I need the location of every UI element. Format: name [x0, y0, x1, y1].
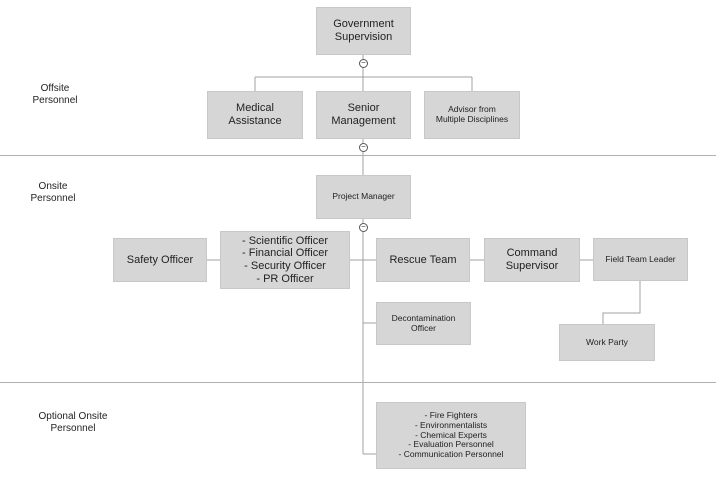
connector-field-workparty: [602, 281, 641, 324]
node-advisor[interactable]: Advisor from Multiple Disciplines: [424, 91, 520, 139]
officer-item: - Scientific Officer: [242, 234, 328, 247]
section-label-optional-text: Optional Onsite Personnel: [38, 411, 108, 434]
section-label-offsite: Offsite Personnel: [20, 83, 90, 107]
node-work-party[interactable]: Work Party: [559, 324, 655, 361]
node-decontamination-officer-label: Decontamination Officer: [391, 312, 456, 333]
node-field-team-leader[interactable]: Field Team Leader: [593, 238, 688, 281]
node-government-supervision-label: Government Supervision: [333, 18, 394, 43]
node-medical-assistance[interactable]: Medical Assistance: [207, 91, 303, 139]
node-government-supervision[interactable]: Government Supervision: [316, 7, 411, 55]
node-rescue-team[interactable]: Rescue Team: [376, 238, 470, 282]
collapse-toggle-icon[interactable]: −: [359, 59, 368, 68]
node-rescue-team-label: Rescue Team: [389, 253, 457, 266]
node-safety-officer-label: Safety Officer: [126, 253, 194, 266]
node-optional-personnel[interactable]: - Fire Fighters - Environmentalists - Ch…: [376, 402, 526, 469]
node-project-manager[interactable]: Project Manager: [316, 175, 411, 219]
section-label-onsite: Onsite Personnel: [18, 181, 88, 205]
collapse-toggle-icon[interactable]: −: [359, 223, 368, 232]
officer-item: - Financial Officer: [242, 247, 328, 260]
optional-item: - Fire Fighters: [424, 410, 478, 421]
optional-item: - Chemical Experts: [415, 429, 487, 440]
collapse-toggle-icon[interactable]: −: [359, 143, 368, 152]
node-safety-officer[interactable]: Safety Officer: [113, 238, 207, 282]
node-command-supervisor[interactable]: Command Supervisor: [484, 238, 580, 282]
node-senior-management[interactable]: Senior Management: [316, 91, 411, 139]
officer-item: - Security Officer: [244, 260, 326, 272]
section-label-offsite-text: Offsite Personnel: [32, 83, 78, 106]
node-officers-group[interactable]: - Scientific Officer - Financial Officer…: [220, 231, 350, 289]
section-label-optional: Optional Onsite Personnel: [28, 411, 118, 435]
divider-offsite-onsite: [0, 155, 716, 156]
node-command-supervisor-label: Command Supervisor: [505, 247, 559, 272]
optional-item: - Communication Personnel: [398, 449, 504, 460]
officer-item: - PR Officer: [256, 272, 314, 285]
divider-onsite-optional: [0, 382, 716, 383]
section-label-onsite-text: Onsite Personnel: [30, 181, 76, 204]
node-medical-assistance-label: Medical Assistance: [228, 102, 282, 127]
node-advisor-label: Advisor from Multiple Disciplines: [435, 104, 509, 124]
node-work-party-label: Work Party: [586, 336, 628, 347]
optional-item: - Environmentalists: [414, 419, 488, 430]
node-decontamination-officer[interactable]: Decontamination Officer: [376, 302, 471, 345]
node-project-manager-label: Project Manager: [332, 191, 395, 202]
node-field-team-leader-label: Field Team Leader: [605, 253, 676, 264]
optional-item: - Evaluation Personnel: [408, 439, 494, 450]
node-senior-management-label: Senior Management: [331, 102, 396, 127]
